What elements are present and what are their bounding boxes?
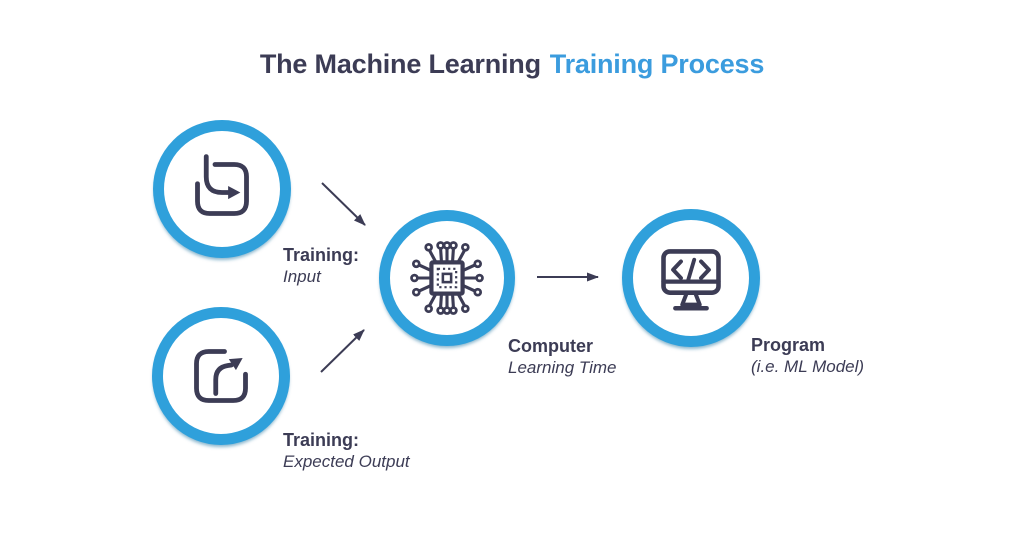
title-dark-part: The Machine Learning xyxy=(259,49,541,79)
label-training-input: Training: Input xyxy=(283,245,359,287)
page-title: The Machine Learning Training Process xyxy=(0,49,1024,80)
node-computer xyxy=(379,210,515,346)
label-program-bold: Program xyxy=(751,335,826,355)
label-training-expected-output: Training: Expected Output xyxy=(283,430,410,472)
arrow-input-to-computer xyxy=(321,182,366,226)
node-training-input xyxy=(153,120,291,258)
node-program xyxy=(622,209,760,347)
label-program: Program (i.e. ML Model) xyxy=(751,335,864,377)
label-training-expected-output-bold: Training: xyxy=(283,430,359,450)
label-computer: Computer Learning Time xyxy=(508,336,617,378)
label-computer-bold: Computer xyxy=(508,336,593,356)
label-training-input-bold: Training: xyxy=(283,245,359,265)
node-training-expected-output xyxy=(152,307,290,445)
label-program-italic: (i.e. ML Model) xyxy=(751,357,865,376)
label-training-expected-output-italic: Expected Output xyxy=(283,452,410,471)
title-accent-part: Training Process xyxy=(549,49,765,79)
cpu-chip-icon xyxy=(410,241,484,315)
box-arrow-out-icon xyxy=(194,349,248,403)
label-computer-italic: Learning Time xyxy=(508,358,617,377)
arrow-expected-output-to-computer xyxy=(320,329,365,373)
label-training-input-italic: Input xyxy=(283,267,321,286)
monitor-code-icon xyxy=(661,249,721,311)
box-arrow-in-icon xyxy=(195,154,249,216)
